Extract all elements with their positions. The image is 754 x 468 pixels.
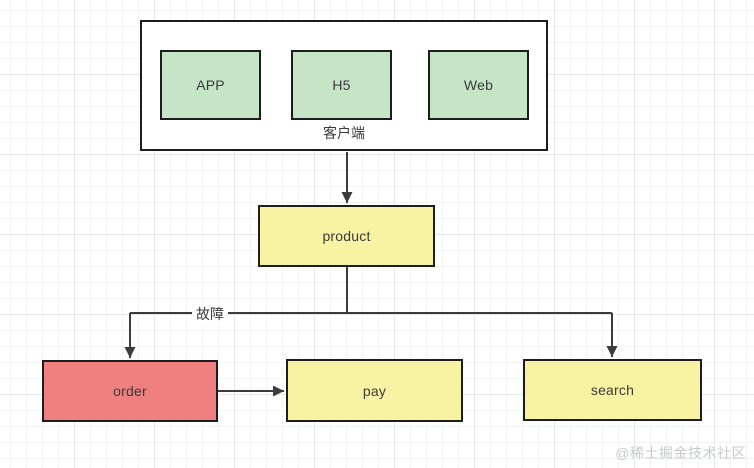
node-web-label: Web (463, 77, 494, 93)
edge-label-fault: 故障 (192, 303, 228, 325)
node-search-label: search (590, 382, 635, 398)
client-group: APP H5 Web 客户端 (140, 20, 548, 151)
node-h5: H5 (291, 50, 392, 120)
node-order: order (42, 360, 218, 422)
node-search: search (523, 359, 702, 421)
node-order-label: order (113, 383, 147, 399)
node-product-label: product (322, 228, 371, 244)
watermark: @稀土掘金技术社区 (615, 445, 746, 461)
node-h5-label: H5 (332, 77, 351, 93)
node-web: Web (428, 50, 529, 120)
node-product: product (258, 205, 435, 267)
node-pay: pay (286, 359, 463, 422)
client-group-label: 客户端 (323, 125, 365, 141)
node-app-label: APP (196, 77, 225, 93)
node-pay-label: pay (362, 382, 387, 399)
node-app: APP (160, 50, 261, 120)
